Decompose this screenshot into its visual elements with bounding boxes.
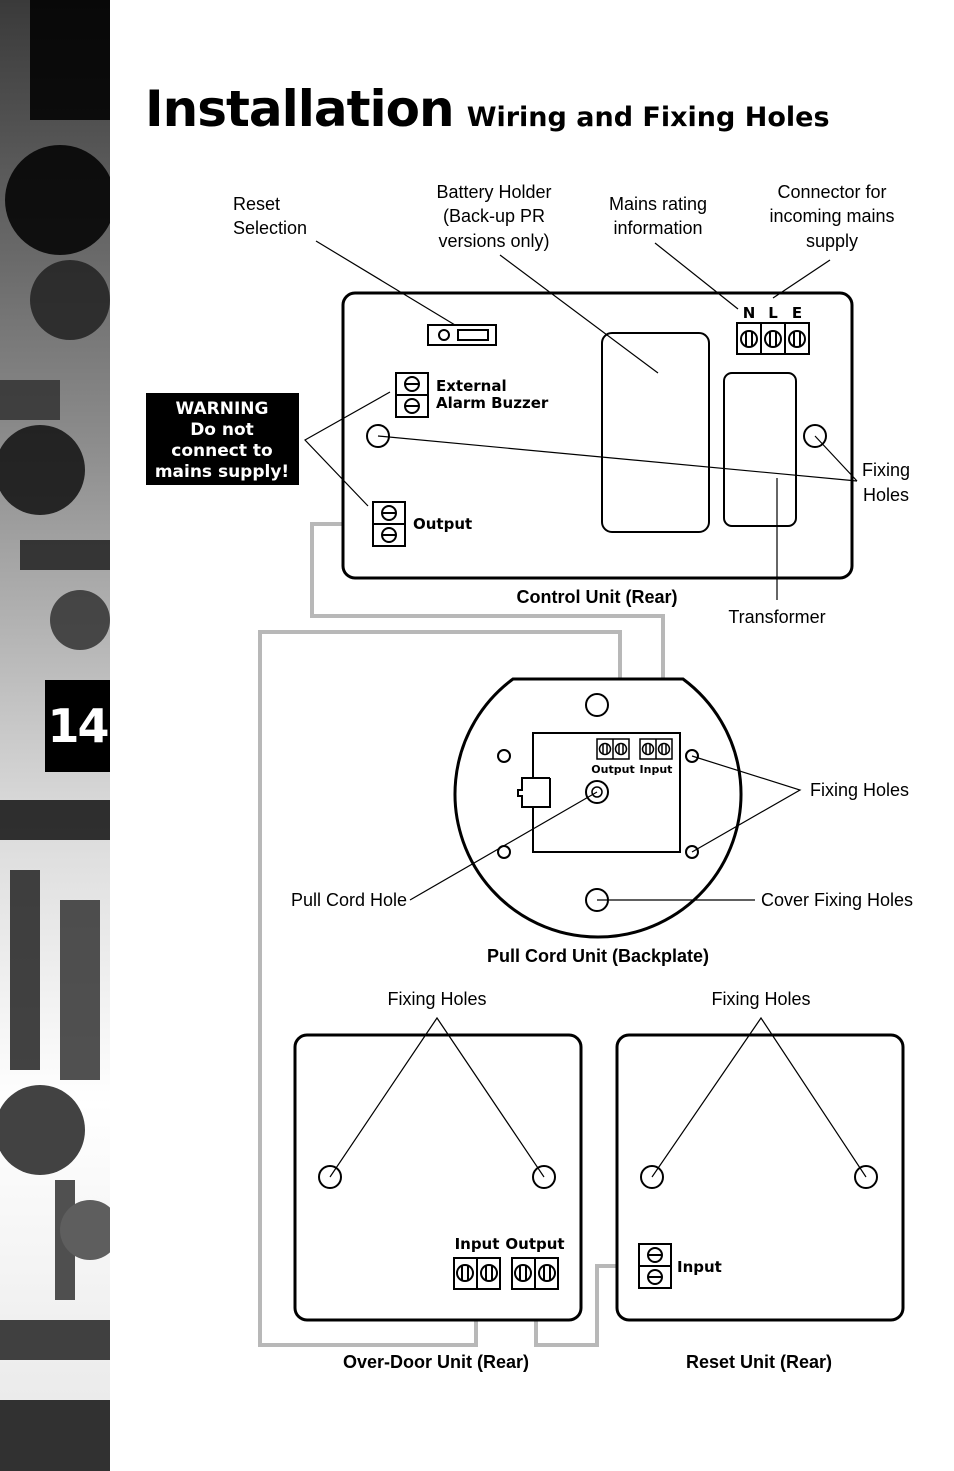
reset-fixing-holes-label: Fixing Holes [711,989,810,1009]
connector-label-1: Connector for [777,182,886,202]
pull-cord-unit: Output Input [453,677,743,939]
overdoor-input-label: Input [455,1235,500,1253]
control-callouts [304,240,858,600]
bottom-labels: Fixing Holes Fixing Holes Over-Door Unit… [343,989,832,1372]
sidebar-typography-art [0,0,110,1471]
reset-unit-caption: Reset Unit (Rear) [686,1352,832,1372]
pull-cord-hole-label: Pull Cord Hole [291,890,407,910]
control-unit: N L E External Alarm Buzzer Output [341,291,854,580]
connector-label-3: supply [806,231,858,251]
wire-output-to-pull-input [310,522,665,738]
terminal-e: E [792,304,802,322]
pull-cover-hole-top [585,693,609,717]
battery-holder-label-1: Battery Holder [436,182,551,202]
pull-fixing-hole-tl [497,749,511,763]
mains-rating-label-1: Mains rating [609,194,707,214]
over-door-unit: Input Output [293,1033,583,1322]
connector-label-2: incoming mains [769,206,894,226]
warning-line-1: WARNING [176,399,269,419]
battery-holder [601,332,710,533]
pull-input-label: Input [640,763,673,776]
warning-line-4: mains supply! [155,462,289,482]
title-subtitle: Wiring and Fixing Holes [466,102,830,133]
reset-input-terminal [638,1243,672,1289]
warning-line-3: connect to [171,441,272,461]
reset-unit: Input [615,1033,905,1322]
pull-cord-unit-caption: Pull Cord Unit (Backplate) [487,946,709,966]
reset-selection-label-1: Reset [233,194,280,214]
transformer-label: Transformer [728,607,825,627]
transformer [723,372,797,527]
battery-holder-label-2: (Back-up PR [443,206,545,226]
warning-line-2: Do not [190,420,254,440]
external-alarm-label-2: Alarm Buzzer [436,394,549,412]
reset-input-label: Input [677,1258,722,1276]
pull-callouts [409,755,802,901]
pull-cord-clip [517,777,551,808]
title-main: Installation [145,80,455,138]
wire-overdoor-output-to-reset-input [534,1264,640,1347]
control-fixing-holes-label-1: Fixing [862,460,910,480]
terminal-l: L [768,304,778,322]
overdoor-input-terminal [453,1257,501,1290]
control-fixing-holes-label-2: Holes [863,485,909,505]
control-output-label: Output [413,515,472,533]
overdoor-fixing-holes-label: Fixing Holes [387,989,486,1009]
reset-selection-label-2: Selection [233,218,307,238]
page-number: 14 [45,680,110,772]
reset-callouts [651,1016,867,1178]
mains-rating-label-2: information [613,218,702,238]
pull-output-terminal [596,738,630,760]
pull-cord-labels: Fixing Holes Pull Cord Hole Cover Fixing… [291,780,913,966]
cover-fixing-holes-label: Cover Fixing Holes [761,890,913,910]
terminal-n: N [743,304,756,322]
external-alarm-terminal [395,372,429,418]
overdoor-output-label: Output [505,1235,564,1253]
pull-input-terminal [639,738,673,760]
pull-fixing-holes-label: Fixing Holes [810,780,909,800]
wiring-paths [258,522,665,1347]
control-unit-caption: Control Unit (Rear) [517,587,678,607]
page-title: Installation Wiring and Fixing Holes [145,80,830,138]
control-unit-labels: Reset Selection Battery Holder (Back-up … [233,182,910,627]
wire-pull-output-to-overdoor-input [258,630,622,1347]
pull-output-label: Output [591,763,634,776]
overdoor-output-terminal [511,1257,559,1290]
warning-box: WARNING Do not connect to mains supply! [146,393,299,485]
reset-unit-body [615,1033,905,1322]
external-alarm-label-1: External [436,377,507,395]
control-output-terminal [372,501,406,547]
battery-holder-label-3: versions only) [438,231,549,251]
overdoor-callouts [329,1016,545,1178]
over-door-unit-body [293,1033,583,1322]
over-door-unit-caption: Over-Door Unit (Rear) [343,1352,529,1372]
decorative-sidebar: 14 [0,0,110,1471]
nle-terminal-block: N L E [736,304,810,355]
